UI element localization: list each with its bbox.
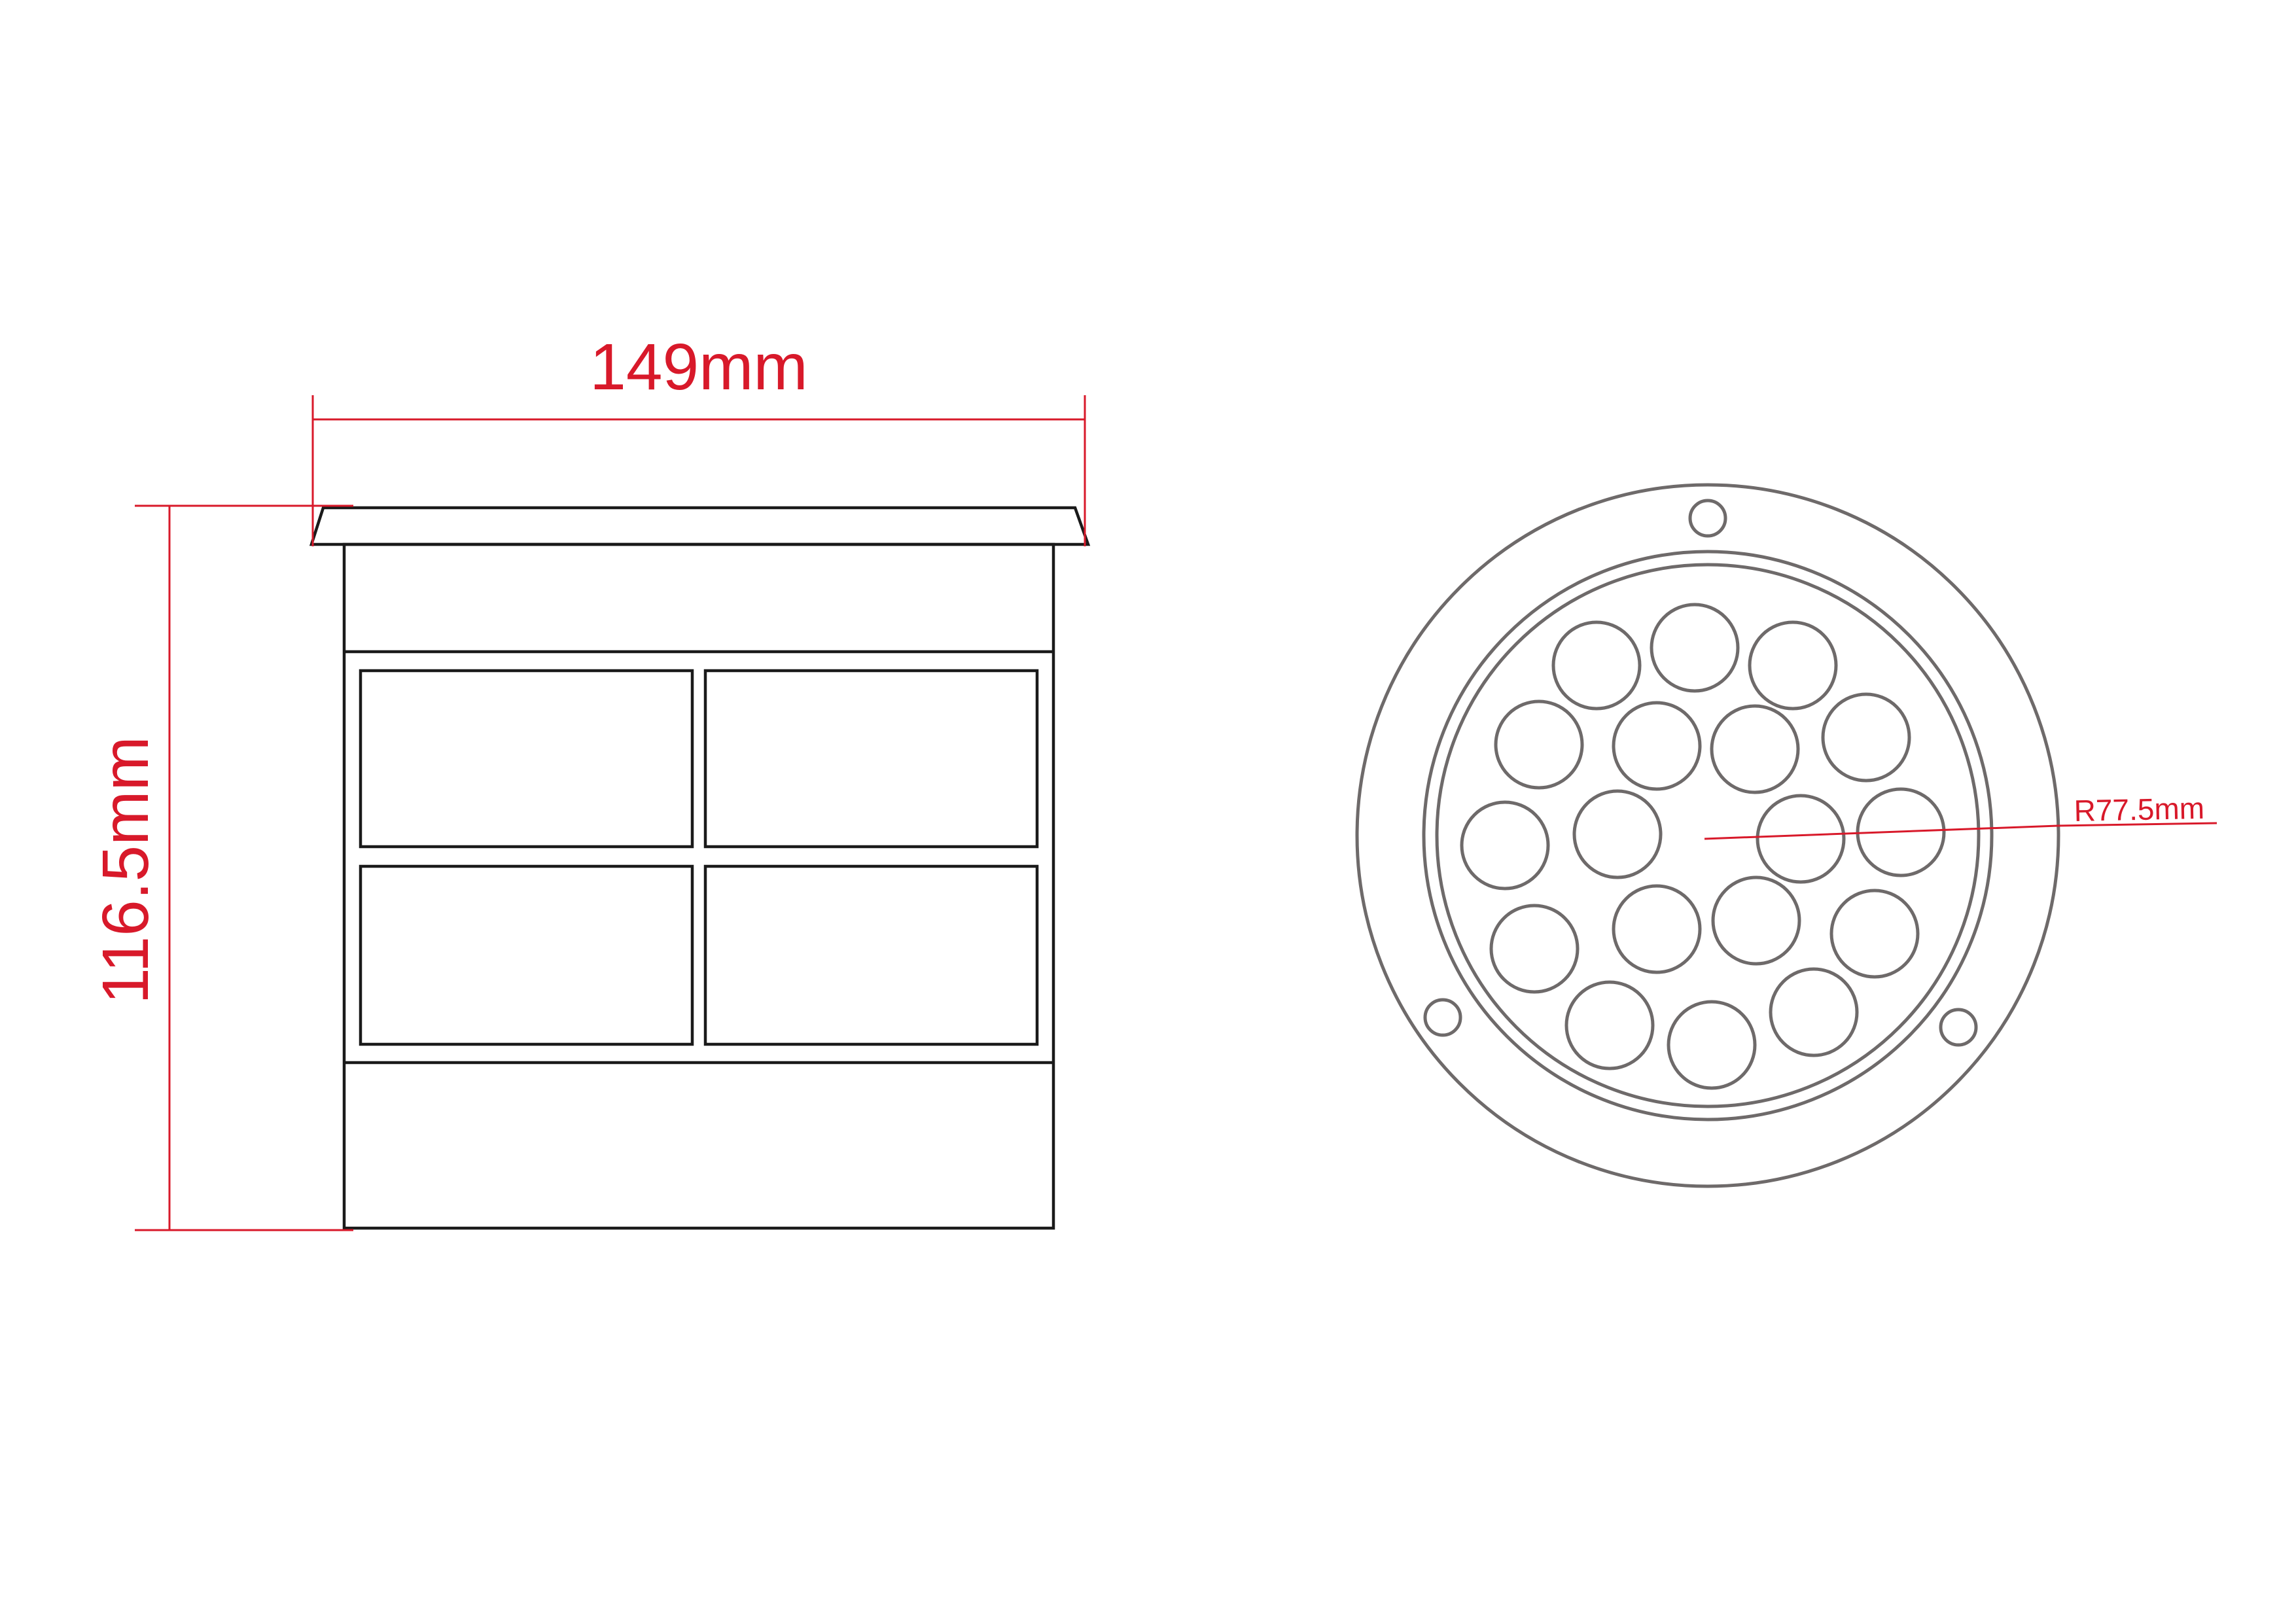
- outer-flange-ring: [1355, 483, 2060, 1188]
- led-lens: [1650, 603, 1740, 693]
- led-lens: [1710, 704, 1800, 794]
- led-lens: [1769, 967, 1859, 1057]
- width-label: 149mm: [590, 330, 807, 404]
- mounting-hole-right: [1939, 1008, 1978, 1047]
- lens-cover-ring: [1435, 563, 1981, 1108]
- mounting-hole-top: [1688, 499, 1727, 538]
- radius-label: R77.5mm: [2074, 791, 2204, 828]
- front-flange: [309, 506, 1091, 546]
- led-lens: [1821, 692, 1911, 783]
- led-lens: [1551, 620, 1642, 711]
- inner-body-ring: [1422, 550, 1994, 1121]
- top-view: [1355, 483, 2060, 1188]
- front-panel-top-left: [359, 669, 694, 849]
- front-panel-bottom-right: [703, 864, 1039, 1046]
- led-lens: [1748, 620, 1838, 711]
- led-lens: [1612, 884, 1702, 974]
- front-body: [342, 542, 1055, 1230]
- height-label: 116.5mm: [89, 736, 162, 1004]
- front-panel-bottom-left: [359, 864, 694, 1046]
- radius-label-underline: [2057, 822, 2217, 827]
- led-lens: [1572, 789, 1663, 879]
- mounting-hole-left: [1423, 998, 1462, 1037]
- led-lens: [1711, 875, 1801, 966]
- led-lens: [1829, 889, 1920, 979]
- led-lens: [1460, 800, 1550, 891]
- led-lens: [1756, 794, 1846, 884]
- led-lens: [1494, 699, 1584, 790]
- led-lens: [1667, 1000, 1757, 1090]
- front-view: [309, 506, 1091, 1230]
- front-panel-top-right: [703, 669, 1039, 849]
- led-lens: [1489, 904, 1580, 994]
- led-lens: [1564, 980, 1655, 1070]
- top-dimensions: [1704, 822, 2217, 840]
- led-array: [1460, 603, 1946, 1090]
- front-dimensions: [135, 395, 1086, 1231]
- led-lens: [1612, 701, 1702, 791]
- radius-leader: [1704, 824, 2058, 840]
